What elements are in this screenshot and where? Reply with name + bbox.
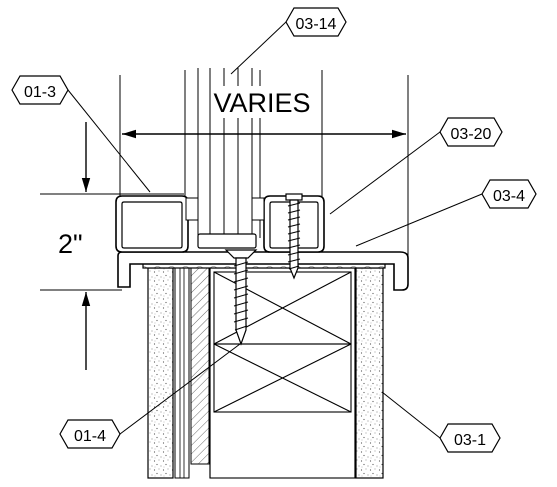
callout-01-4[interactable]: 01-4 [59,419,121,449]
setting-block [197,233,257,249]
height-dimension: 2" [40,122,184,370]
sill-screw [224,249,258,346]
callout-01-3-label: 01-3 [24,84,56,101]
sill-flashing [117,251,409,291]
width-label: VARIES [213,88,310,118]
frame-screw [285,193,303,280]
callout-03-20[interactable]: 03-20 [439,117,503,147]
callout-01-4-label: 01-4 [74,428,106,445]
callout-03-4-label: 03-4 [493,188,525,205]
callout-03-1-label: 03-1 [454,432,486,449]
callout-03-1[interactable]: 03-1 [439,423,501,453]
gypsum-board-left [147,267,210,479]
height-label: 2" [58,229,83,259]
callout-03-14-label: 03-14 [296,16,337,33]
callout-03-20-label: 03-20 [451,126,492,143]
width-dimension: VARIES [122,86,406,139]
gypsum-board-right [355,267,384,479]
frame-right [251,195,325,253]
leader-lines [67,21,483,439]
frame-left [115,195,199,253]
callout-03-14[interactable]: 03-14 [285,7,347,37]
wood-blocking [209,267,356,479]
callout-03-4[interactable]: 03-4 [481,179,537,209]
callout-01-3[interactable]: 01-3 [11,75,69,105]
